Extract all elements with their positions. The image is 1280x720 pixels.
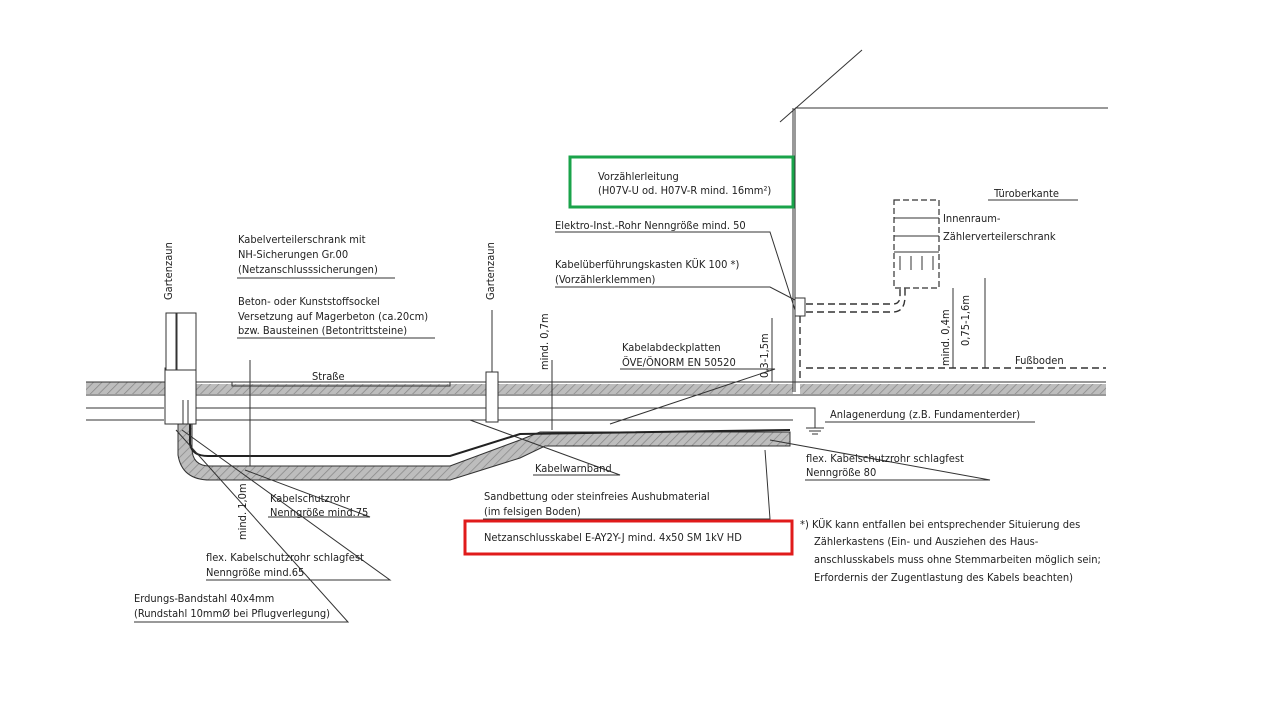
label-gartenzaun-right: Gartenzaun [484, 242, 497, 300]
label-gartenzaun-left: Gartenzaun [162, 242, 175, 300]
highlight-box-vorzaehlerleitung [568, 155, 795, 209]
label-sockel-2: Versetzung auf Magerbeton (ca.20cm) [238, 310, 428, 323]
label-mind04: mind. 0,4m [939, 309, 952, 366]
ground-surface [86, 381, 1106, 396]
label-innenraum-2: Zählerverteilerschrank [943, 230, 1056, 243]
label-flex80-2: Nenngröße 80 [806, 466, 876, 479]
label-kabelschutz-2: Nenngröße mind.75 [270, 506, 368, 519]
label-tueroberkante: Türoberkante [993, 187, 1059, 200]
label-strasse: Straße [312, 370, 345, 383]
footnote-line-4: Erfordernis der Zugentlastung des Kabels… [814, 571, 1073, 584]
label-mind07: mind. 0,7m [538, 313, 551, 370]
label-kuek-1: Kabelüberführungskasten KÜK 100 *) [555, 258, 739, 271]
road [196, 381, 486, 387]
label-sockel-1: Beton- oder Kunststoffsockel [238, 295, 380, 308]
label-vorzaehler-2: (H07V-U od. H07V-R mind. 16mm²) [598, 184, 771, 197]
label-erdung-2: (Rundstahl 10mmØ bei Pflugverlegung) [134, 607, 330, 620]
label-kabelabdeck-2: ÖVE/ÖNORM EN 50520 [622, 356, 736, 369]
label-kvs-2: NH-Sicherungen Gr.00 [238, 248, 348, 261]
label-innenraum-1: Innenraum- [943, 212, 1001, 225]
label-elektro-rohr: Elektro-Inst.-Rohr Nenngröße mind. 50 [555, 219, 746, 232]
leader-lines [134, 199, 1078, 623]
label-erdung-1: Erdungs-Bandstahl 40x4mm [134, 592, 274, 605]
label-kuek-2: (Vorzählerklemmen) [555, 273, 656, 286]
label-flex65-1: flex. Kabelschutzrohr schlagfest [206, 551, 364, 564]
label-mind10: mind. 1,0m [236, 483, 249, 540]
highlight-box-netzanschlusskabel [463, 519, 794, 556]
label-kvs-1: Kabelverteilerschrank mit [238, 233, 366, 246]
label-vorzaehler-1: Vorzählerleitung [598, 170, 679, 183]
label-kabelabdeck-1: Kabelabdeckplatten [622, 341, 721, 354]
label-sockel-3: bzw. Bausteinen (Betontrittsteine) [238, 324, 407, 337]
label-flex65-2: Nenngröße mind.65 [206, 566, 304, 579]
label-anlagenerdung: Anlagenerdung (z.B. Fundamenterder) [830, 408, 1020, 421]
label-netzkabel: Netzanschlusskabel E-AY2Y-J mind. 4x50 S… [484, 531, 742, 544]
label-sand-1: Sandbettung oder steinfreies Aushubmater… [484, 490, 710, 503]
footnote-line-2: Zählerkastens (Ein- und Ausziehen des Ha… [814, 535, 1039, 548]
house [779, 49, 1108, 392]
label-kabelschutz-1: Kabelschutzrohr [270, 492, 351, 505]
earthing-symbol [790, 407, 824, 435]
label-range075: 0,75-1,6m [959, 295, 972, 346]
cable-distribution-cabinet [164, 312, 197, 425]
label-kvs-3: (Netzanschlusssicherungen) [238, 263, 378, 276]
footnote-line-3: anschlusskabels muss ohne Stemmarbeiten … [814, 553, 1101, 566]
meter-cabinet [893, 199, 940, 289]
label-kabelwarnband: Kabelwarnband [535, 462, 612, 475]
footnote-line-1: *) KÜK kann entfallen bei entsprechender… [800, 518, 1080, 531]
label-fussboden: Fußboden [1015, 354, 1064, 367]
diagram-labels: Gartenzaun Gartenzaun Kabelverteilerschr… [134, 170, 1101, 620]
garden-fence-post-right [485, 310, 499, 423]
label-sand-2: (im felsigen Boden) [484, 505, 581, 518]
label-flex80-1: flex. Kabelschutzrohr schlagfest [806, 452, 964, 465]
label-range0315: 0,3-1,5m [758, 333, 771, 378]
dimension-lines [249, 278, 986, 466]
